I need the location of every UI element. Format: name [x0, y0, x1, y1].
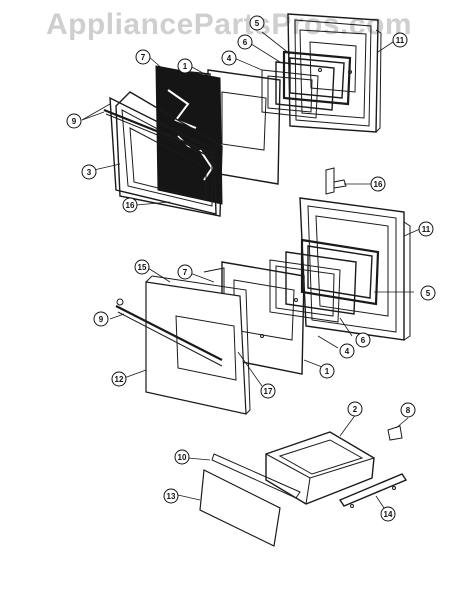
svg-text:5: 5: [426, 289, 431, 298]
drawer-body: [265, 431, 375, 505]
callout-7-upper: 7: [135, 49, 151, 65]
svg-text:3: 3: [87, 168, 92, 177]
callout-8: 8: [400, 402, 416, 418]
svg-text:10: 10: [178, 453, 187, 462]
upper-gasket-frames: [261, 50, 352, 119]
callout-9-upper: 9: [66, 113, 82, 129]
svg-text:16: 16: [374, 180, 383, 189]
callout-5-upper: 5: [249, 15, 265, 31]
callout-4-lower: 4: [339, 343, 355, 359]
callout-11-lower: 11: [418, 221, 434, 237]
svg-text:15: 15: [138, 263, 147, 272]
svg-text:13: 13: [167, 492, 176, 501]
clip-part: [387, 425, 403, 441]
callout-17: 17: [260, 383, 276, 399]
callout-6-upper: 6: [237, 34, 253, 50]
svg-text:6: 6: [361, 336, 366, 345]
callout-11-upper: 11: [392, 32, 408, 48]
svg-text:12: 12: [115, 375, 124, 384]
svg-text:11: 11: [422, 225, 431, 234]
callout-5-lower: 5: [420, 285, 436, 301]
upper-door-back-panel: [287, 13, 382, 133]
lower-outer-door: [115, 275, 251, 415]
svg-text:4: 4: [345, 347, 350, 356]
callout-6-lower: 6: [355, 332, 371, 348]
svg-text:8: 8: [406, 406, 411, 415]
drawer-rail: [338, 473, 408, 508]
svg-text:17: 17: [264, 387, 273, 396]
leader-lines: [81, 31, 421, 509]
drawer-front-panel: [199, 453, 301, 547]
svg-text:7: 7: [183, 268, 188, 277]
callout-13: 13: [163, 488, 179, 504]
callout-14: 14: [380, 506, 396, 522]
callout-16-upper: 16: [122, 197, 138, 213]
svg-text:4: 4: [227, 54, 232, 63]
svg-text:16: 16: [126, 201, 135, 210]
lower-gasket-frames: [269, 238, 380, 323]
bracket-part: [325, 167, 347, 195]
callout-1-upper: 1: [177, 58, 193, 74]
svg-text:9: 9: [72, 117, 77, 126]
svg-text:6: 6: [243, 38, 248, 47]
svg-text:14: 14: [384, 510, 393, 519]
callout-15: 15: [134, 259, 150, 275]
svg-text:2: 2: [353, 405, 358, 414]
callout-1-lower: 1: [319, 363, 335, 379]
svg-text:1: 1: [183, 62, 188, 71]
callout-4-upper: 4: [221, 50, 237, 66]
callout-16-lower: 16: [370, 176, 386, 192]
svg-text:7: 7: [141, 53, 146, 62]
callout-10: 10: [174, 449, 190, 465]
callout-9-lower: 9: [93, 311, 109, 327]
upper-outer-door-frame: [103, 91, 223, 217]
svg-text:9: 9: [99, 315, 104, 324]
callout-12: 12: [111, 371, 127, 387]
callout-3: 3: [81, 164, 97, 180]
svg-text:11: 11: [396, 36, 405, 45]
svg-text:5: 5: [255, 19, 260, 28]
callout-2: 2: [347, 401, 363, 417]
callout-7-lower: 7: [177, 264, 193, 280]
svg-text:1: 1: [325, 367, 330, 376]
